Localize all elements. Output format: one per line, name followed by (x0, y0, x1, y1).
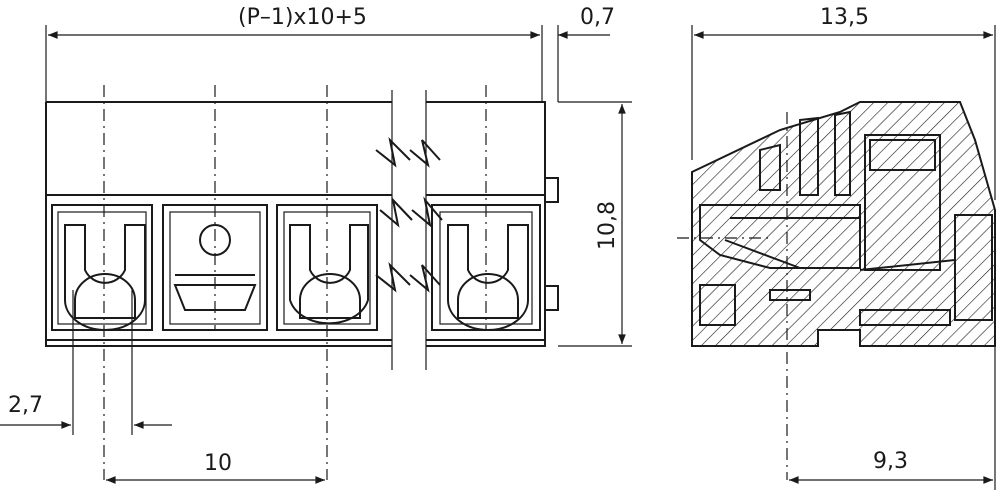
dimension-lines (0, 25, 996, 490)
overall-width-label: (P–1)x10+5 (238, 5, 367, 30)
front-view (45, 85, 559, 480)
height-label: 10,8 (595, 201, 620, 250)
depth-label: 13,5 (820, 5, 869, 30)
pin-offset-label: 9,3 (873, 449, 908, 474)
cell-1 (51, 204, 153, 331)
offset-label: 0,7 (580, 5, 615, 30)
side-view (677, 101, 996, 480)
pitch-label: 10 (204, 451, 232, 476)
hole-width-label: 2,7 (8, 393, 43, 418)
